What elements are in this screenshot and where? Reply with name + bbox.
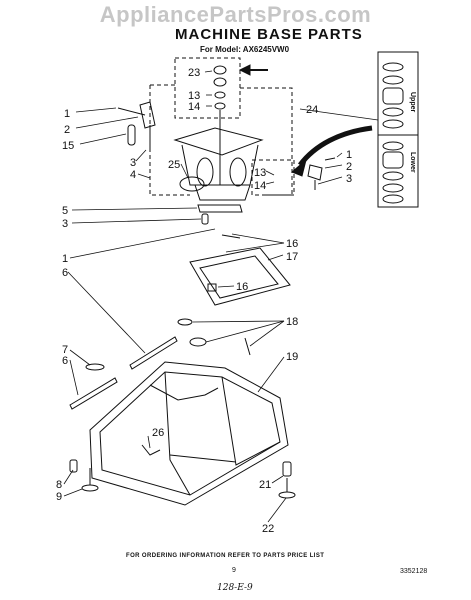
diagram-title: MACHINE BASE PARTS <box>175 26 363 43</box>
seal-ring <box>179 176 205 192</box>
callout-23: 23 <box>188 67 200 79</box>
side-rails <box>69 336 178 410</box>
callout-16b: 16 <box>236 281 248 293</box>
assembly-arrow <box>298 125 373 167</box>
callout-1a: 1 <box>64 108 70 120</box>
left-mount-hardware <box>117 101 156 152</box>
upper-bearing-group-outline <box>174 57 241 119</box>
retainer-clip <box>141 444 161 456</box>
callout-14a: 14 <box>188 101 200 113</box>
callout-numbers: 1 2 15 3 4 25 23 13 14 24 13 14 1 2 3 5 … <box>56 67 352 535</box>
callout-17: 17 <box>286 251 298 263</box>
callout-18: 18 <box>286 316 298 328</box>
drive-plate <box>189 234 291 306</box>
callout-3a: 3 <box>130 157 136 169</box>
page-number: 9 <box>232 567 236 574</box>
panel-label-upper: Upper <box>409 92 416 113</box>
callout-15: 15 <box>62 140 74 152</box>
center-bracket <box>197 204 243 225</box>
rear-leveling-leg <box>278 461 296 499</box>
callout-26: 26 <box>152 427 164 439</box>
top-arrow <box>238 64 268 76</box>
upper-bearing-stack <box>213 65 227 130</box>
callout-7: 7 <box>62 344 68 356</box>
callout-14b: 14 <box>254 180 266 192</box>
document-number: 3352128 <box>400 568 428 575</box>
panel-label-lower: Lower <box>409 152 416 173</box>
callout-6a: 6 <box>62 267 68 279</box>
bearing-kit-panel <box>377 51 419 208</box>
transmission-group-outline <box>149 84 293 196</box>
watermark: AppliancePartsPros.com <box>99 2 372 27</box>
model-subtitle: For Model: AX6245VW0 <box>200 45 290 54</box>
callout-8: 8 <box>56 479 62 491</box>
callout-21: 21 <box>259 479 271 491</box>
callout-3b: 3 <box>346 173 352 185</box>
callout-6b: 6 <box>62 355 68 367</box>
callout-22: 22 <box>262 523 274 535</box>
callout-2b: 2 <box>346 161 352 173</box>
callout-1b: 1 <box>346 149 352 161</box>
callout-3c: 3 <box>62 218 68 230</box>
callout-24: 24 <box>306 104 318 116</box>
callout-19: 19 <box>286 351 298 363</box>
handwritten-note: 128-E-9 <box>217 583 253 593</box>
callout-5: 5 <box>62 205 68 217</box>
machine-base-frame <box>89 361 289 506</box>
callout-25: 25 <box>168 159 180 171</box>
callout-16a: 16 <box>286 238 298 250</box>
right-mount-hardware <box>307 157 336 190</box>
front-leveling-leg <box>69 459 99 492</box>
callout-1c: 1 <box>62 253 68 265</box>
callout-9: 9 <box>56 491 62 503</box>
transmission-housing <box>173 127 264 201</box>
support-pads <box>177 318 251 356</box>
callout-2a: 2 <box>64 124 70 136</box>
callout-13a: 13 <box>188 90 200 102</box>
assembly-arrow-head <box>291 158 307 177</box>
leader-lines <box>63 70 379 523</box>
callout-4: 4 <box>130 169 136 181</box>
callout-13b: 13 <box>254 167 266 179</box>
ordering-info: FOR ORDERING INFORMATION REFER TO PARTS … <box>126 553 325 559</box>
